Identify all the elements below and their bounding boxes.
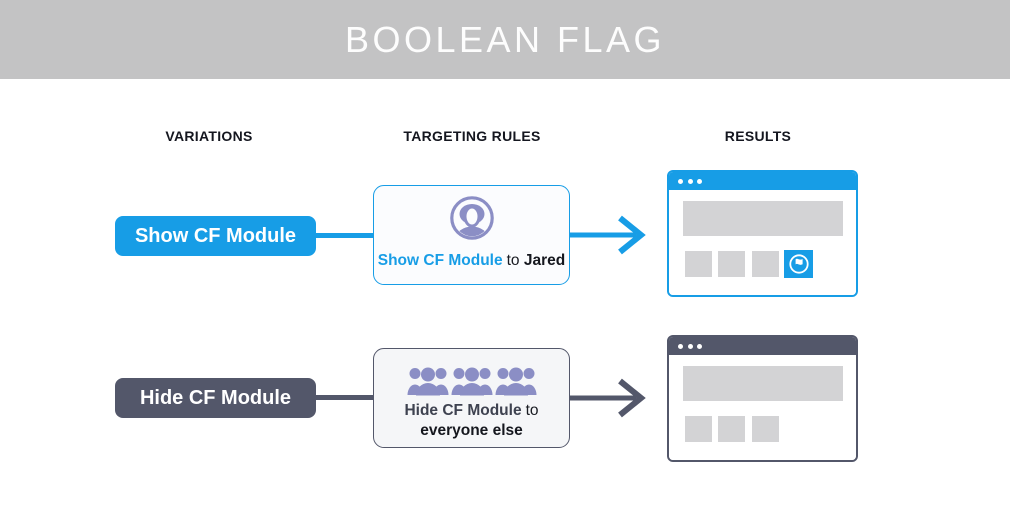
connector-line (316, 233, 374, 238)
arrow-right-icon (570, 378, 646, 418)
flag-icon (788, 254, 809, 274)
connector-line (316, 395, 374, 400)
single-user-icon (449, 196, 494, 240)
content-placeholder-block (752, 416, 779, 442)
rule-audience: Jared (523, 252, 566, 269)
variation-label: Show CF Module (134, 224, 297, 247)
column-header-variations: VARIATIONS (165, 128, 253, 144)
column-header-results: RESULTS (724, 128, 792, 144)
variation-pill-hide-cf-module: Hide CF Module (115, 378, 316, 418)
rule-connector-word: to (506, 252, 520, 269)
hero-placeholder-block (683, 366, 843, 401)
content-placeholder-block (718, 416, 745, 442)
browser-body (669, 355, 856, 460)
result-browser-hide (667, 335, 858, 462)
hero-placeholder-block (683, 201, 843, 236)
arrow-right-icon (570, 215, 646, 255)
window-control-dot (697, 343, 702, 349)
result-browser-show (667, 170, 858, 297)
window-control-dot (687, 343, 693, 349)
rule-connector-word: to (525, 402, 539, 419)
rule-flag-name: Hide CF Module (404, 402, 522, 419)
browser-titlebar (669, 172, 856, 190)
title-banner: BOOLEAN FLAG (0, 0, 1010, 79)
content-placeholder-block (752, 251, 779, 277)
content-placeholder-block (685, 251, 712, 277)
window-control-dot (678, 343, 683, 349)
window-control-dot (678, 178, 683, 184)
content-placeholder-block (685, 416, 712, 442)
window-control-dot (697, 178, 702, 184)
page-title: BOOLEAN FLAG (344, 18, 666, 60)
crowd-icon (407, 367, 536, 396)
browser-titlebar (669, 337, 856, 355)
window-control-dot (687, 178, 693, 184)
rule-flag-name: Show CF Module (377, 252, 503, 269)
cf-module-tile (784, 250, 813, 278)
variation-label: Hide CF Module (139, 386, 292, 409)
browser-body (669, 190, 856, 295)
content-placeholder-block (718, 251, 745, 277)
column-header-targeting-rules: TARGETING RULES (403, 128, 541, 144)
variation-pill-show-cf-module: Show CF Module (115, 216, 316, 256)
rule-audience: everyone else (420, 422, 523, 439)
